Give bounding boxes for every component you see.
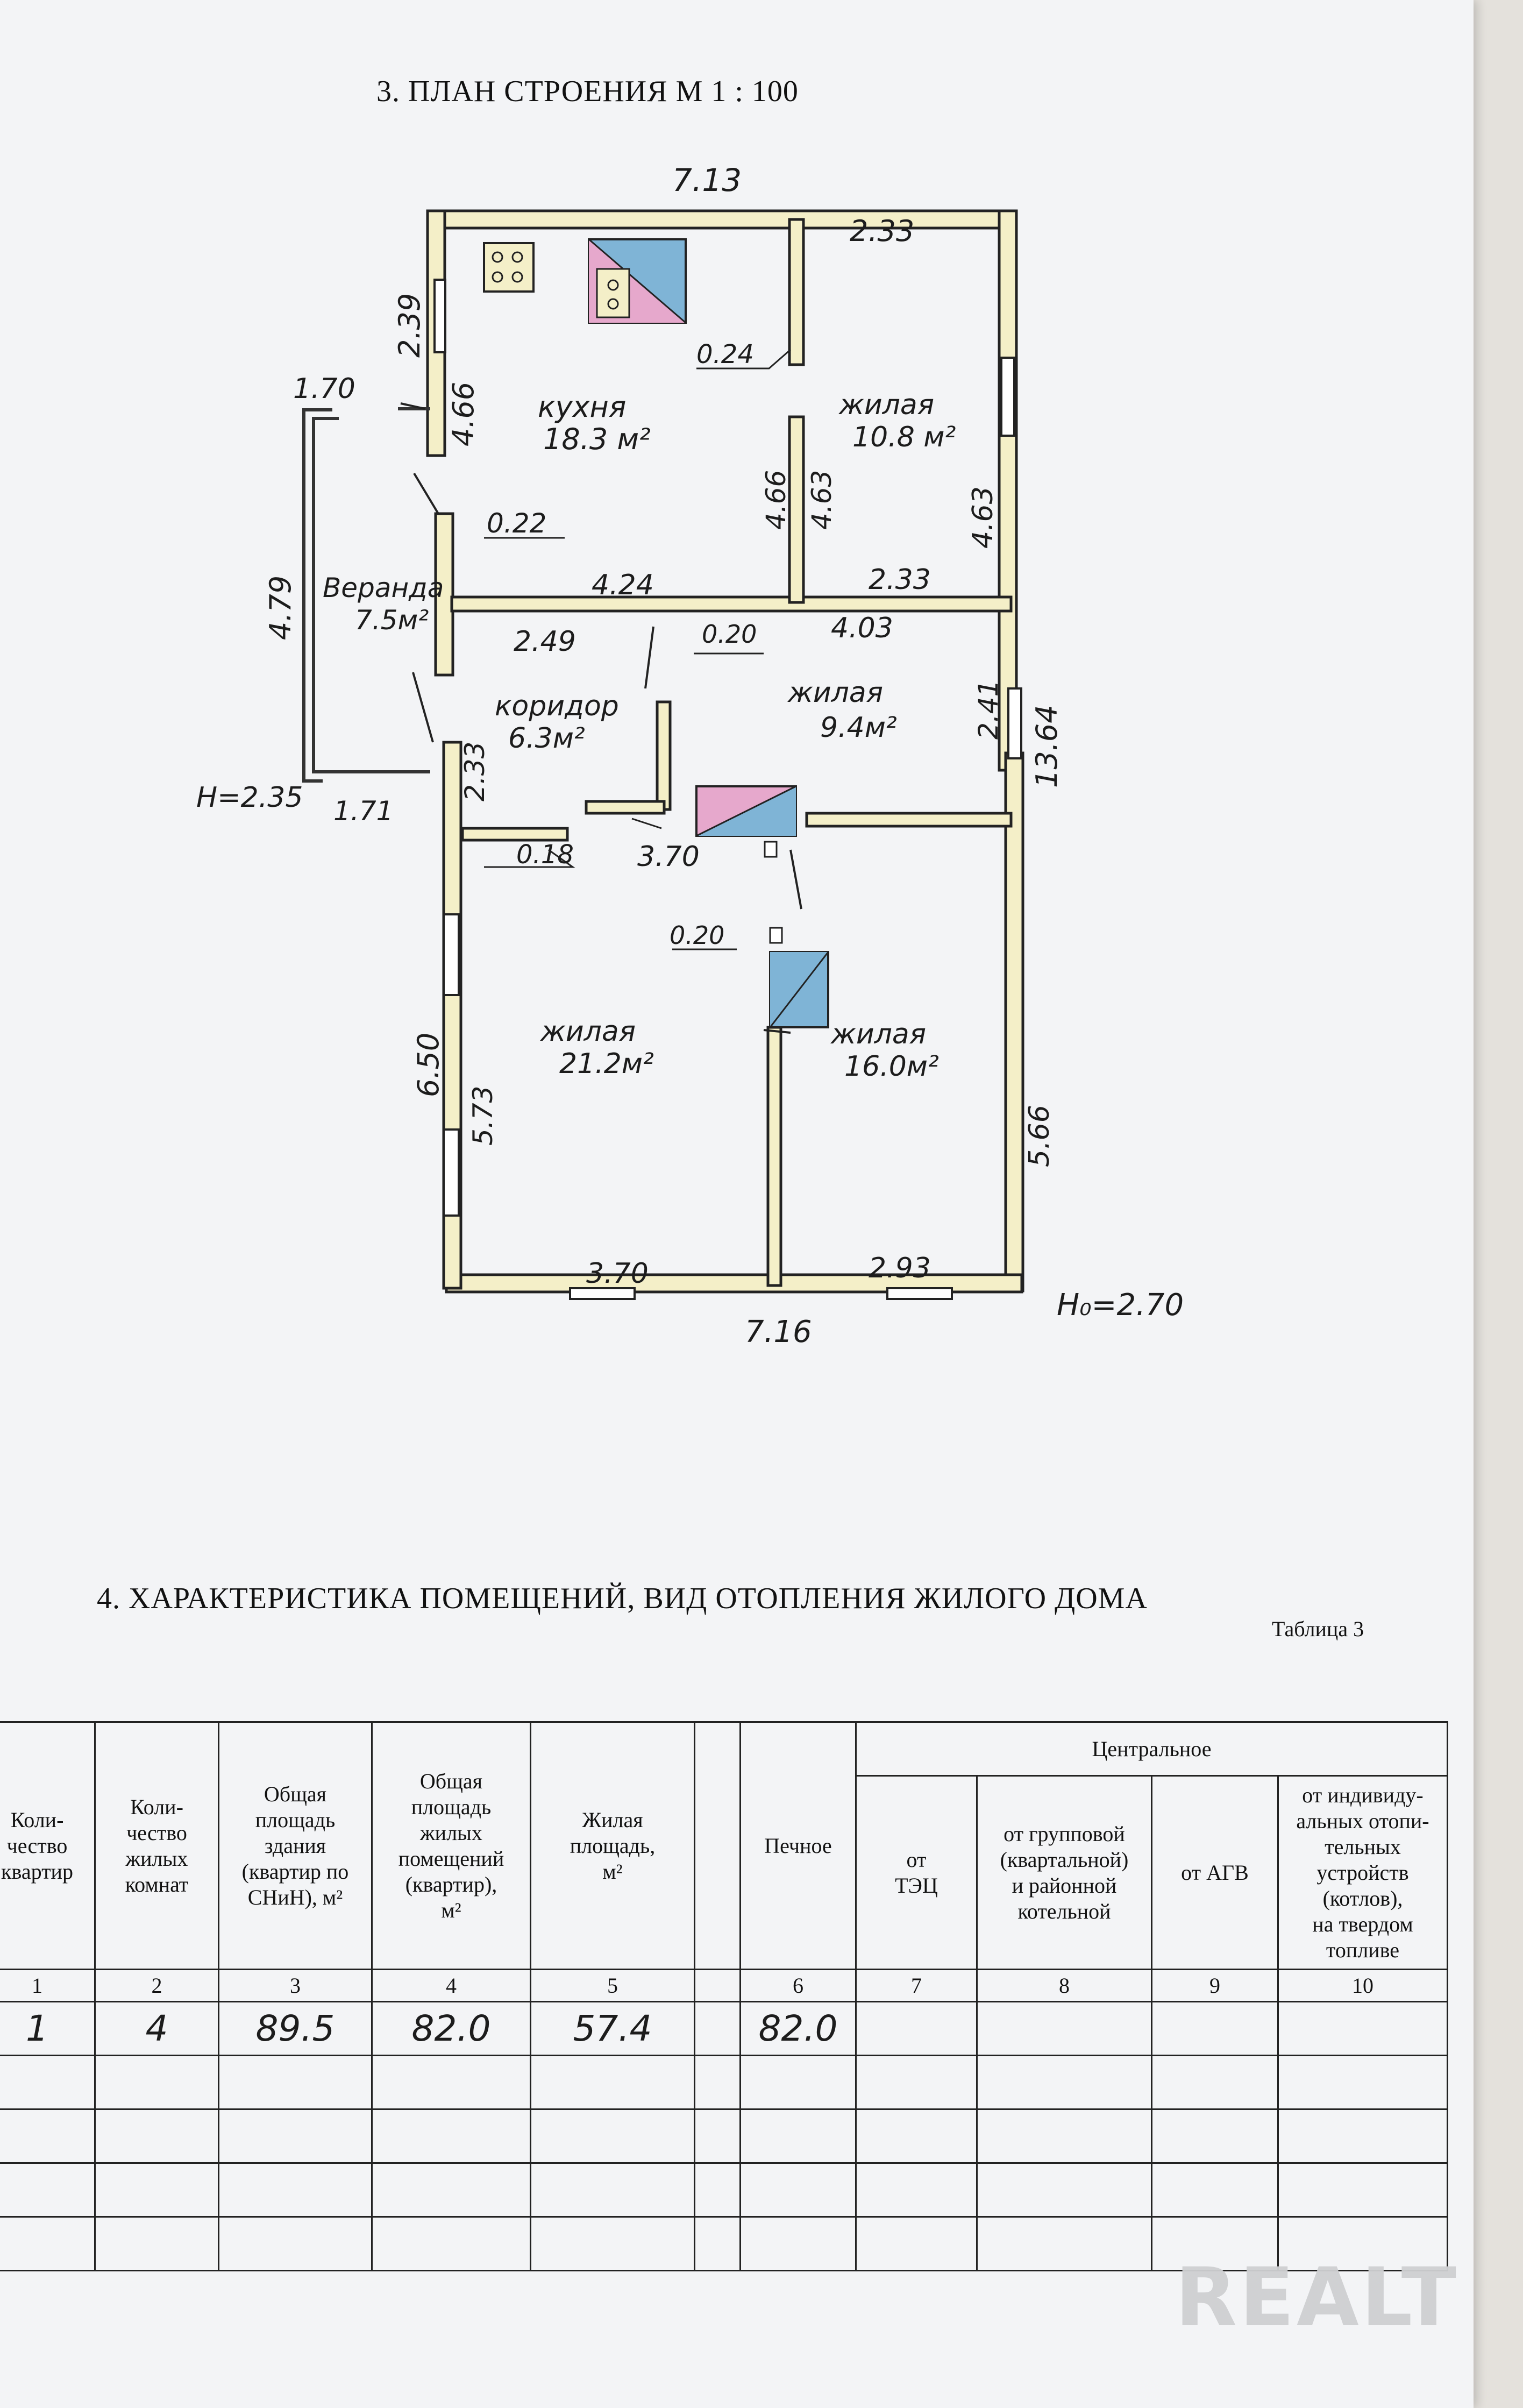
cell-total-area: 89.5 <box>218 2001 373 2056</box>
room-area-corridor: 6.3м² <box>508 722 585 755</box>
windows <box>433 279 1022 1300</box>
dim-right-total: 13.64 <box>1030 705 1064 788</box>
table-row: 1 4 89.5 82.0 57.4 82.0 <box>0 2001 1448 2056</box>
cell-group-boiler <box>976 2001 1152 2056</box>
dim-partition-mid: 4.66 <box>760 470 792 530</box>
header-gap <box>694 1721 741 1970</box>
dim-h-main: H₀=2.70 <box>1057 1288 1184 1323</box>
header-individual: от индивиду- альных отопи- тельных устро… <box>1277 1775 1448 1970</box>
gas-cooktop <box>483 242 535 293</box>
col-num: 6 <box>739 1969 857 2002</box>
stove-3 <box>769 927 829 1028</box>
cell-living-area: 57.4 <box>530 2001 695 2056</box>
dim-left-upper: 2.39 <box>393 293 426 358</box>
col-gap <box>694 1969 741 2002</box>
room-area-living3: 21.2м² <box>559 1048 654 1080</box>
col-num: 3 <box>218 1969 373 2002</box>
room-name-living2: жилая <box>787 677 883 709</box>
table-row <box>0 2108 1448 2164</box>
dim-veranda-height: 4.79 <box>264 576 297 640</box>
header-total-area: Общая площадь здания (квартир по СНиН), … <box>218 1721 373 1970</box>
room-area-veranda: 7.5м² <box>355 605 429 636</box>
dim-veranda-bottom: 1.71 <box>333 795 393 827</box>
col-num: 1 <box>0 1969 96 2002</box>
kitchen-stove <box>588 238 687 324</box>
dim-left-kitchen: 4.66 <box>446 382 480 446</box>
room-area-kitchen: 18.3 м² <box>543 422 651 456</box>
dim-bottom-total: 7.16 <box>745 1315 812 1349</box>
dim-veranda-top: 1.70 <box>293 373 355 405</box>
header-stove: Печное <box>739 1721 857 1970</box>
dim-right-lower: 5.66 <box>1023 1105 1056 1167</box>
dim-mid-left: 4.24 <box>592 569 654 601</box>
cell-stove: 82.0 <box>739 2001 857 2056</box>
room-area-living1: 10.8 м² <box>852 421 956 453</box>
dim-living1-inner: 4.63 <box>806 470 837 530</box>
cell-living-premises-area: 82.0 <box>371 2001 531 2056</box>
dim-corr-width: 2.49 <box>514 626 576 658</box>
header-apartments: Коли- чество квартир <box>0 1721 96 1970</box>
header-agv: от АГВ <box>1151 1775 1279 1970</box>
cell-agv <box>1151 2001 1279 2056</box>
realt-watermark: REALT <box>1175 2251 1458 2345</box>
dim-bottom-right: 2.93 <box>869 1252 931 1284</box>
room-name-corridor: коридор <box>495 690 619 722</box>
floor-plan: 7.13 2.33 2.39 1.70 4.66 0.24 кухня 18.3… <box>196 162 1184 1349</box>
cell-individual <box>1277 2001 1448 2056</box>
leader-lines <box>484 349 791 950</box>
room-name-living1: жилая <box>838 389 934 421</box>
column-numbers-row: 1 2 3 4 5 6 7 8 9 10 <box>0 1969 1448 2002</box>
dim-mid-right: 2.33 <box>869 564 931 596</box>
section4-title: 4. ХАРАКТЕРИСТИКА ПОМЕЩЕНИЙ, ВИД ОТОПЛЕН… <box>97 1582 1148 1615</box>
col-num: 8 <box>976 1969 1152 2002</box>
room-name-living4: жилая <box>830 1018 926 1050</box>
header-living-premises-area: Общая площадь жилых помещений (квартир),… <box>371 1721 531 1970</box>
dim-living2-width: 4.03 <box>831 612 893 644</box>
doors <box>400 402 802 1034</box>
plan-title: 3. ПЛАН СТРОЕНИЯ М 1 : 100 <box>376 75 799 108</box>
col-num: 2 <box>94 1969 219 2002</box>
room-name-veranda: Веранда <box>323 572 444 603</box>
dim-top-right: 2.33 <box>850 214 914 248</box>
cell-rooms: 4 <box>94 2001 219 2056</box>
table-row <box>0 2055 1448 2110</box>
dim-corr-height: 2.33 <box>459 742 490 801</box>
dim-living3-inner: 5.73 <box>467 1086 499 1146</box>
header-living-area: Жилая площадь, м² <box>530 1721 695 1970</box>
dim-right-upper: 4.63 <box>967 486 999 549</box>
stove-2 <box>695 785 797 858</box>
dim-stove-gap: 0.24 <box>696 339 754 370</box>
cell-tec <box>855 2001 978 2056</box>
dim-wall-022: 0.22 <box>487 508 546 539</box>
table-label: Таблица 3 <box>1272 1617 1364 1641</box>
room-name-living3: жилая <box>540 1015 636 1048</box>
room-name-kitchen: кухня <box>538 390 626 424</box>
cell-gap <box>694 2001 741 2056</box>
cell-apartments: 1 <box>0 2001 96 2056</box>
col-num: 5 <box>530 1969 695 2002</box>
col-num: 10 <box>1277 1969 1448 2002</box>
room-area-living2: 9.4м² <box>820 712 897 744</box>
header-rooms: Коли- чество жилых комнат <box>94 1721 219 1970</box>
table-row <box>0 2162 1448 2218</box>
dim-bottom-left: 3.70 <box>586 1258 649 1290</box>
dim-gap-018: 0.18 <box>516 840 574 870</box>
col-num: 4 <box>371 1969 531 2002</box>
dim-top-total: 7.13 <box>672 162 742 198</box>
col-num: 7 <box>855 1969 978 2002</box>
dim-gap-020b: 0.20 <box>670 921 724 950</box>
table-row <box>0 2216 1448 2271</box>
header-central: Центральное <box>855 1721 1448 1777</box>
header-tec: от ТЭЦ <box>855 1775 978 1970</box>
dim-left-lower: 6.50 <box>411 1033 445 1097</box>
header-group-boiler: от групповой (квартальной) и районной ко… <box>976 1775 1152 1970</box>
col-num: 9 <box>1151 1969 1279 2002</box>
dim-gap-020a: 0.20 <box>702 620 757 649</box>
dim-h-veranda: H=2.35 <box>196 782 303 814</box>
heating-table: Коли- чество квартир Коли- чество жилых … <box>0 1721 1448 2271</box>
dim-wall-370: 3.70 <box>637 841 700 873</box>
dim-right-mid: 2.41 <box>973 680 1004 740</box>
room-area-living4: 16.0м² <box>844 1050 939 1083</box>
